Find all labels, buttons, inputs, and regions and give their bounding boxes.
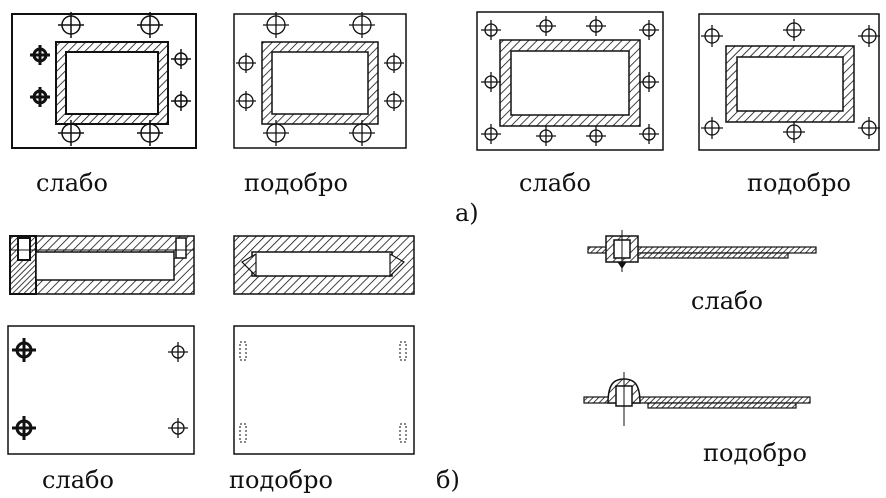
label-a-right-weak: слабо: [519, 169, 591, 197]
bolt-hole-icon: [58, 12, 191, 146]
label-b-weak: слабо: [42, 466, 114, 494]
b-better-section: [233, 235, 415, 295]
a-better-flange-wide: [698, 13, 880, 151]
label-a-left-better: подобро: [244, 169, 348, 197]
label-part-a: а): [455, 199, 479, 227]
b-weak-plan: [7, 325, 195, 455]
b-better-plan: [233, 325, 415, 455]
label-part-b: б): [436, 466, 460, 494]
a-weak-flange-wide: [476, 11, 664, 151]
label-b-right-weak: слабо: [691, 287, 763, 315]
a-better-flange-square: [233, 12, 407, 149]
a-weak-flange-square: [11, 12, 197, 149]
b-weak-section: [9, 235, 195, 295]
label-a-left-weak: слабо: [36, 169, 108, 197]
label-b-right-better: подобро: [703, 439, 807, 467]
b-right-better-joint: [583, 372, 811, 426]
b-right-weak-joint: [587, 230, 817, 272]
label-a-right-better: подобро: [747, 169, 851, 197]
label-b-better: подобро: [229, 466, 333, 494]
